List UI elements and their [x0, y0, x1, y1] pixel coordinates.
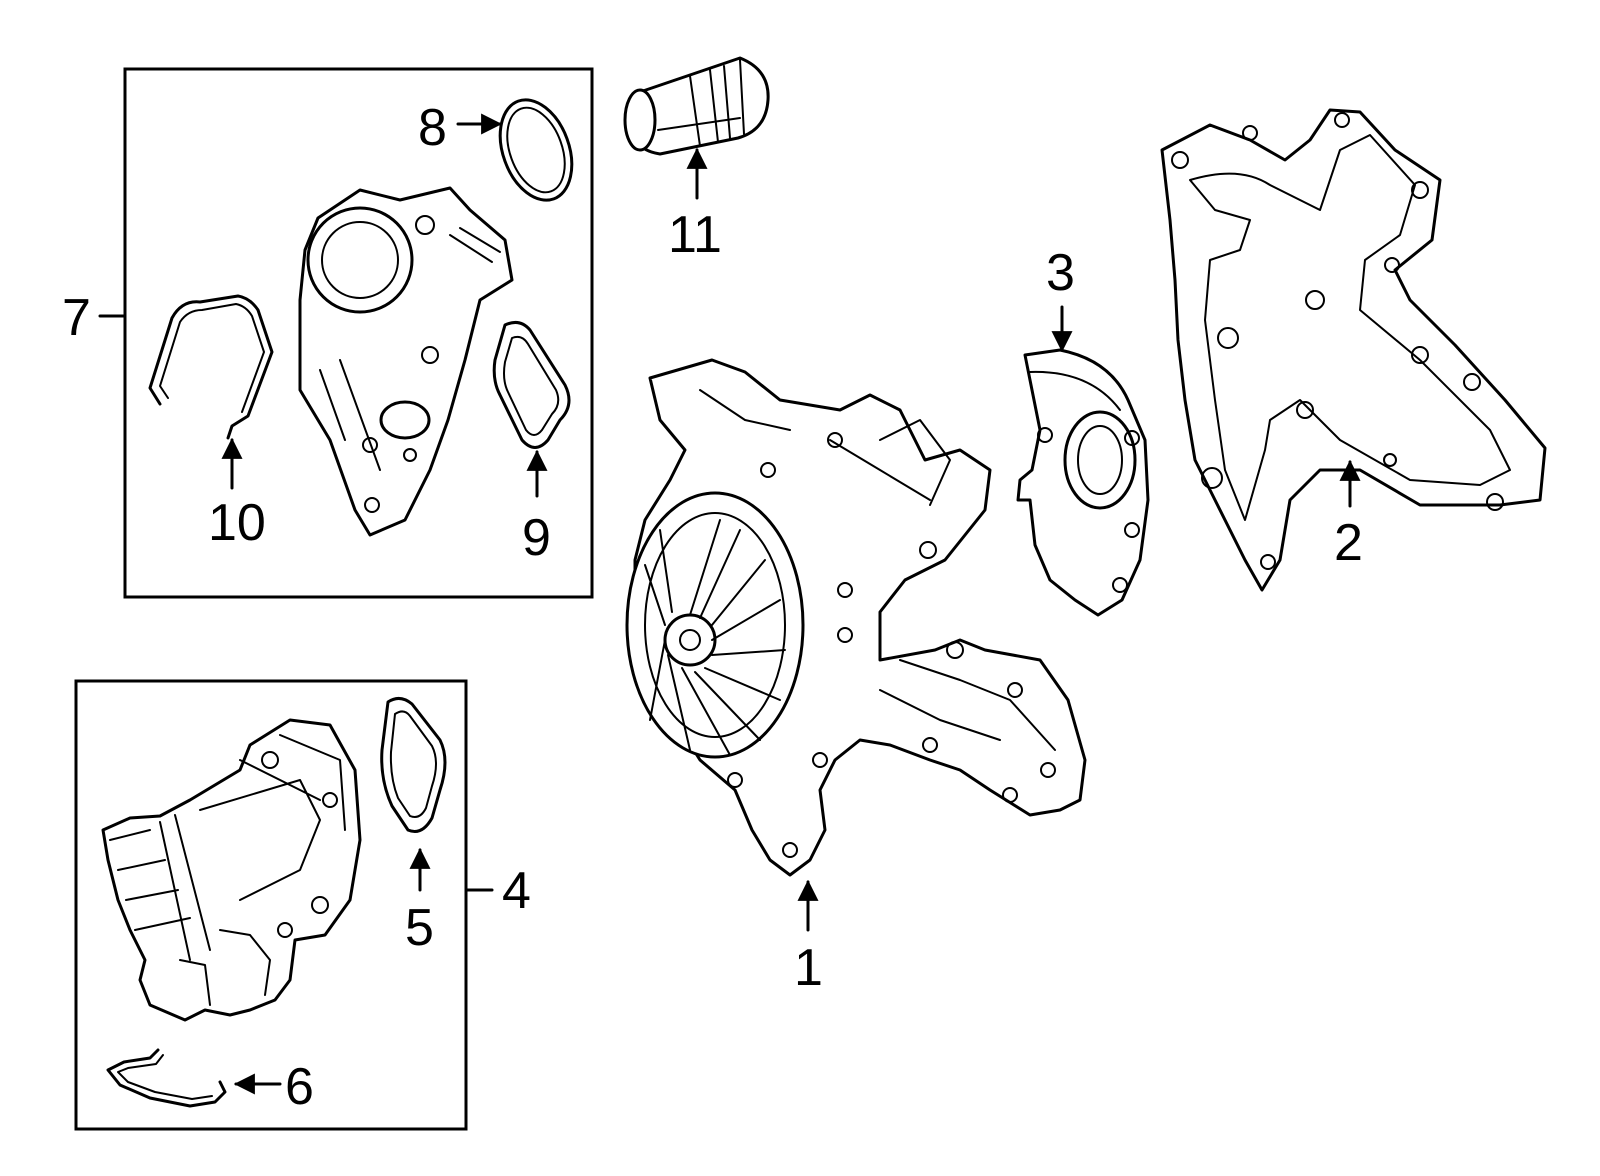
callout-9: 9	[522, 509, 551, 567]
group-box-4	[74, 679, 468, 1131]
callout-2: 2	[1334, 514, 1363, 572]
callout-10: 10	[208, 494, 266, 552]
callout-11: 11	[668, 206, 722, 264]
thermostat-gasket	[380, 697, 447, 833]
housing-retaining-clip	[148, 294, 274, 440]
group-box-7	[123, 67, 594, 599]
callout-3: 3	[1046, 244, 1075, 302]
callout-6: 6	[285, 1058, 314, 1116]
thermostat-retaining-clip	[106, 1048, 227, 1108]
callout-4: 4	[502, 862, 531, 920]
callout-8: 8	[418, 99, 447, 157]
coolant-pipe-connector	[623, 56, 770, 156]
housing-gasket	[492, 320, 571, 449]
callout-1: 1	[794, 939, 823, 997]
thermostat-assembly	[101, 718, 362, 1022]
pump-cover-plate	[1016, 348, 1150, 617]
pump-gasket	[1160, 108, 1547, 592]
callout-5: 5	[405, 899, 434, 957]
thermostat-housing-assembly	[298, 186, 514, 537]
callout-7: 7	[62, 289, 91, 347]
water-pump-housing	[625, 358, 1087, 877]
o-ring-seal	[498, 98, 574, 202]
